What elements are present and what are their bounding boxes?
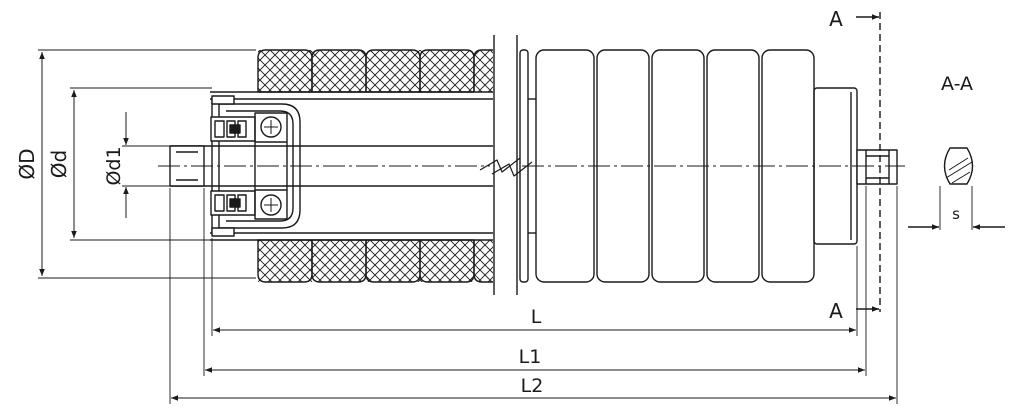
rubber-rings-bottom: [257, 239, 493, 283]
section-a-a-view: [908, 147, 1005, 230]
ball-bearing: [254, 112, 288, 220]
label-shaft-diameter: Ød1: [103, 146, 125, 185]
break-lines: [479, 35, 533, 295]
shaft: [169, 145, 493, 187]
vertical-extension-lines: [38, 49, 256, 279]
horizontal-extension-lines: [169, 186, 898, 404]
rubber-rings-top: [257, 49, 493, 93]
seal-bottom: [210, 190, 256, 216]
label-inner-diameter: Ød: [47, 150, 71, 178]
label-section-title: A-A: [941, 73, 973, 95]
left-section-view: [169, 35, 533, 295]
label-section-bottom: A: [829, 299, 843, 323]
label-length-l1: L1: [519, 346, 542, 368]
label-section-top: A: [829, 7, 843, 31]
shaft-end-right: [856, 149, 898, 185]
label-flat-width: s: [952, 205, 960, 223]
seal-top: [210, 116, 256, 142]
label-outer-diameter: ØD: [15, 148, 39, 179]
label-shell-length: L: [531, 306, 542, 328]
label-length-l2: L2: [521, 375, 544, 397]
tube-wall: [210, 91, 493, 241]
